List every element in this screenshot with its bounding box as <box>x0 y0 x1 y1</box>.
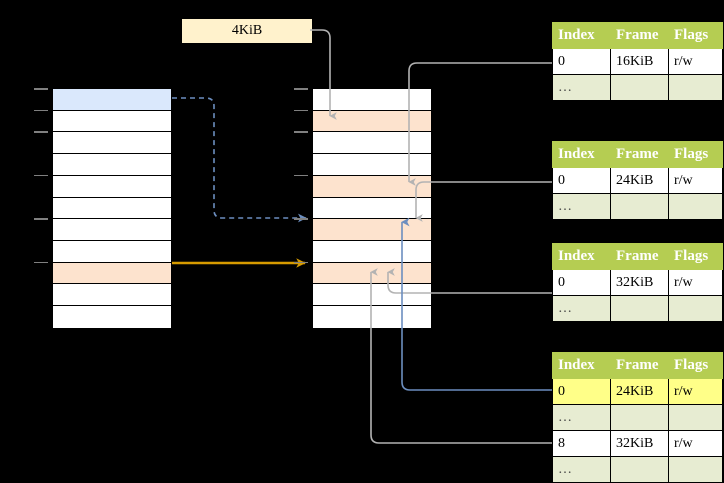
table-cell <box>668 295 723 322</box>
virtual-row-cell <box>53 110 171 133</box>
physical-row-tick <box>294 261 308 264</box>
physical-row-cell <box>313 262 431 285</box>
virtual-row-cell <box>53 154 171 176</box>
physical-row-tick <box>294 174 308 177</box>
virtual-row-cell <box>53 132 171 155</box>
physical-row-tick <box>294 88 308 90</box>
table-cell: r/w <box>668 167 723 194</box>
virtual-row-cell <box>53 219 171 241</box>
table-cell: 8 <box>552 430 611 457</box>
table-row: … <box>552 74 723 101</box>
column-header-frame: Frame <box>610 22 669 49</box>
physical-row-cell <box>313 219 431 241</box>
virtual-row-tick <box>34 88 48 90</box>
physical-row-cell <box>313 240 431 263</box>
virtual-row-cell <box>53 197 171 220</box>
physical-row-cell <box>313 284 431 307</box>
table-cell: … <box>552 74 611 101</box>
table-cell: … <box>552 193 611 220</box>
table-cell <box>610 456 669 483</box>
table-cell: 0 <box>552 48 611 75</box>
table-cell: 0 <box>552 378 611 405</box>
virtual-address-space-column <box>52 88 172 330</box>
column-header-flags: Flags <box>668 141 723 168</box>
table-cell: 32KiB <box>610 430 669 457</box>
column-header-flags: Flags <box>668 22 723 49</box>
table-cell <box>610 295 669 322</box>
table-row: … <box>552 404 723 431</box>
physical-row-cell <box>313 132 431 155</box>
table-cell: r/w <box>668 430 723 457</box>
virtual-row-tick <box>34 109 48 112</box>
virtual-row-cell <box>53 262 171 285</box>
table-cell: … <box>552 404 611 431</box>
physical-row-tick <box>294 109 308 112</box>
table-cell: 0 <box>552 167 611 194</box>
virtual-row-cell <box>53 284 171 307</box>
column-header-index: Index <box>552 141 611 168</box>
physical-row-cell <box>313 175 431 198</box>
table-cell: 0 <box>552 269 611 296</box>
table-cell <box>668 456 723 483</box>
virtual-row-tick <box>34 174 48 177</box>
virtual-row-cell <box>53 240 171 263</box>
table-cell: … <box>552 456 611 483</box>
virtual-row-tick <box>34 131 48 133</box>
table-cell: 24KiB <box>610 378 669 405</box>
table-row: … <box>552 456 723 483</box>
table-cell: 32KiB <box>610 269 669 296</box>
column-header-flags: Flags <box>668 352 723 379</box>
column-header-index: Index <box>552 243 611 270</box>
column-header-index: Index <box>552 352 611 379</box>
physical-row-cell <box>313 110 431 133</box>
virtual-row-cell <box>53 175 171 198</box>
table-cell: r/w <box>668 269 723 296</box>
table-cell: 16KiB <box>610 48 669 75</box>
physical-row-tick <box>294 218 308 220</box>
table-row: … <box>552 193 723 220</box>
table-cell <box>668 193 723 220</box>
column-header-flags: Flags <box>668 243 723 270</box>
virtual-row-cell <box>53 89 171 111</box>
column-header-frame: Frame <box>610 352 669 379</box>
column-header-index: Index <box>552 22 611 49</box>
table-cell: r/w <box>668 378 723 405</box>
physical-address-space-column <box>312 88 432 330</box>
table-cell <box>610 404 669 431</box>
physical-row-cell <box>313 154 431 176</box>
physical-row-cell <box>313 89 431 111</box>
virtual-row-cell <box>53 306 171 328</box>
physical-row-cell <box>313 197 431 220</box>
physical-row-tick <box>294 131 308 133</box>
virtual-row-tick <box>34 261 48 264</box>
column-header-frame: Frame <box>610 141 669 168</box>
virtual-row-tick <box>34 218 48 220</box>
table-cell: 24KiB <box>610 167 669 194</box>
page-size-label: 4KiB <box>182 19 312 43</box>
physical-row-cell <box>313 306 431 328</box>
table-cell: r/w <box>668 48 723 75</box>
table-cell: … <box>552 295 611 322</box>
column-header-frame: Frame <box>610 243 669 270</box>
table-row: … <box>552 295 723 322</box>
table-cell <box>668 74 723 101</box>
table-cell <box>610 74 669 101</box>
table-cell <box>610 193 669 220</box>
table-cell <box>668 404 723 431</box>
